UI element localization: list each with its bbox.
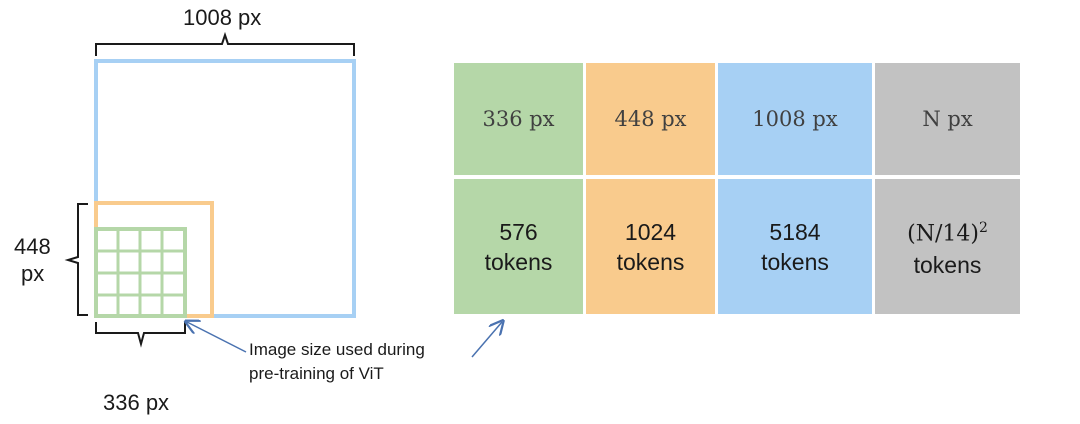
patch-grid-336	[94, 227, 187, 318]
width-label-1008: 1008 px	[183, 5, 262, 30]
brace-left	[64, 203, 88, 316]
brace-bottom	[95, 322, 186, 348]
brace-top	[95, 31, 355, 56]
tokens-formula-base: (N/14)	[907, 221, 979, 247]
tokens-count-448: 1024	[624, 218, 677, 245]
tokens-formula-exponent: 2	[978, 220, 988, 237]
tokens-count-1008: 5184	[769, 218, 821, 245]
tokens-cell-336: 576 tokens	[454, 179, 583, 314]
header-cell-n: N px	[875, 63, 1020, 175]
tokens-cell-448: 1024 tokens	[586, 179, 715, 314]
header-cell-336: 336 px	[454, 63, 583, 175]
tokens-cell-1008: 5184 tokens	[718, 179, 872, 314]
header-text-1008: 1008 px	[752, 107, 838, 131]
height-label-448-unit: px	[21, 261, 45, 286]
image-1008-square	[94, 59, 356, 318]
header-cell-448: 448 px	[586, 63, 715, 175]
tokens-count-336: 576	[499, 218, 538, 245]
patch-label-336: 336 px	[103, 390, 170, 415]
tokens-unit-448: tokens	[616, 248, 685, 275]
tokens-unit-n: tokens	[913, 251, 982, 278]
pretraining-note-line1: Image size used during	[249, 340, 425, 359]
tokens-unit-1008: tokens	[761, 248, 829, 275]
tokens-formula-n: (N/14)2	[907, 213, 988, 249]
pretraining-note-line2: pre-training of ViT	[249, 364, 384, 383]
header-text-n: N px	[922, 107, 973, 131]
header-text-336: 336 px	[482, 107, 555, 131]
header-cell-1008: 1008 px	[718, 63, 872, 175]
height-label-448: 448	[14, 234, 51, 259]
arrow-to-table	[471, 322, 502, 358]
arrow-to-patch-grid	[187, 322, 247, 353]
tokens-cell-n: (N/14)2 tokens	[875, 179, 1020, 314]
pretraining-note: Image size used during pre-training of V…	[249, 338, 425, 386]
header-text-448: 448 px	[614, 107, 687, 131]
tokens-unit-336: tokens	[484, 248, 553, 275]
